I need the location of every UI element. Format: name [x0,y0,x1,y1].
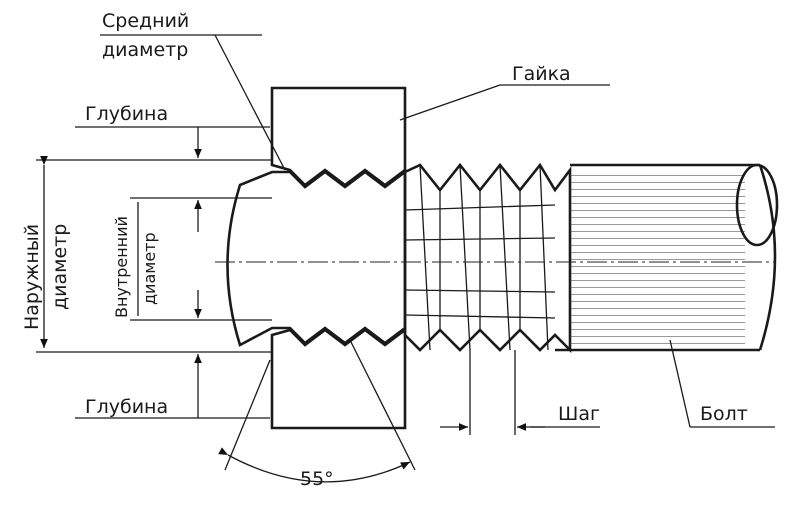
nut-bottom-section [270,327,407,430]
outer-diameter-label-1: Наружный [21,224,43,330]
shaft-shading [570,172,745,344]
nut-label: Гайка [512,63,571,85]
dimension-lines [36,34,775,483]
mean-diameter-label-2: диаметр [102,39,188,61]
depth-top-label: Глубина [85,103,168,125]
thread-flank-lines [404,164,556,351]
inner-diameter-label-2: диаметр [140,232,159,305]
bolt-section [226,169,407,347]
bolt-shaft [555,163,760,352]
nut-top-section [270,86,407,187]
inner-diameter-label-1: Внутренний [112,216,131,318]
angle-label: 55° [300,468,334,490]
bolt-thread [403,162,572,354]
pitch-label: Шаг [558,403,600,425]
bolt-label: Болт [700,403,748,425]
shaft-end [735,163,779,247]
mean-diameter-label-1: Средний [102,10,189,32]
depth-bottom-label: Глубина [85,396,168,418]
outer-diameter-label-2: диаметр [49,224,71,310]
